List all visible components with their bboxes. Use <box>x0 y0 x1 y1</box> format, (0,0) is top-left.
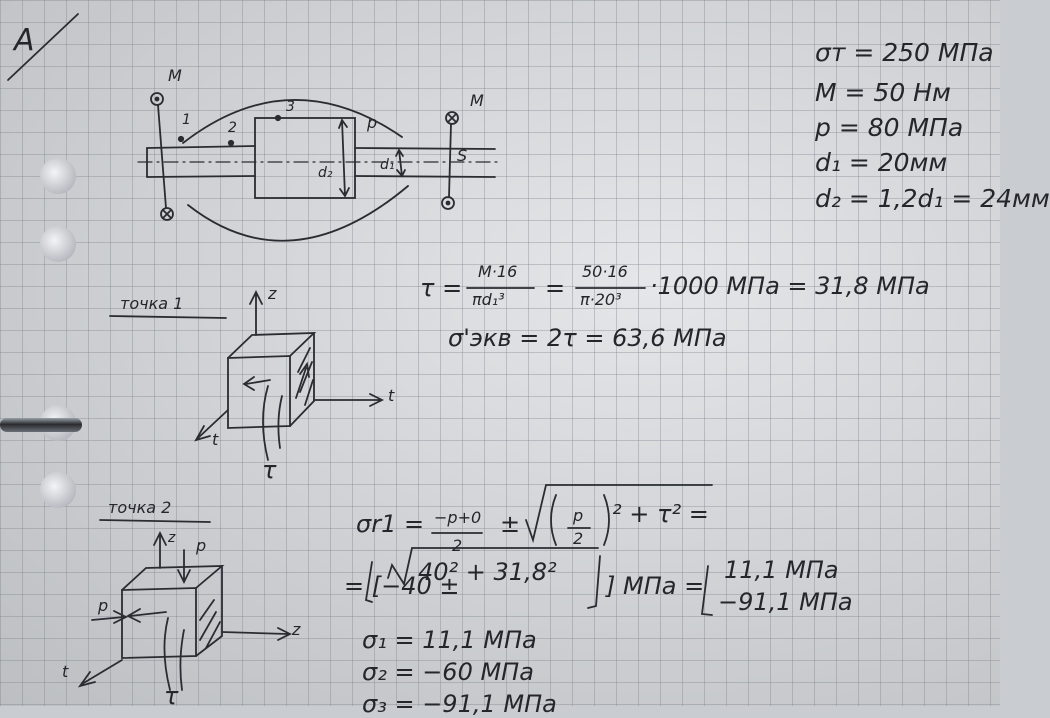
axis-z-label: z <box>292 620 301 639</box>
sigma-frac-den: 2 <box>452 536 463 555</box>
line2-root: 40² + 31,8² <box>418 558 557 586</box>
given-line: σт = 250 МПа <box>815 38 994 67</box>
sigma2-value: σ₂ = −60 МПа <box>362 658 534 686</box>
d1-label: d₁ <box>380 157 395 173</box>
given-line: p = 80 МПа <box>815 113 964 142</box>
binder-ring <box>0 418 82 432</box>
d2-label: d₂ <box>318 165 333 181</box>
line2-suffix: ] МПа = <box>606 572 705 600</box>
plus-minus: ± <box>500 510 521 538</box>
sigma3-value: σ₃ = −91,1 МПа <box>362 690 557 718</box>
axis-t-label: t <box>212 430 219 449</box>
corner-slash <box>7 13 79 81</box>
eq1-frac1-den: πd₁³ <box>472 290 505 309</box>
eq1-frac2-num: 50·16 <box>582 262 628 281</box>
eq1-result: ·1000 МПа = 31,8 МПа <box>650 272 930 300</box>
axis-t-label: t <box>388 386 395 405</box>
point-1-label: 1 <box>182 112 191 128</box>
point-3-label: 3 <box>286 99 295 115</box>
axis-z-label: z <box>168 530 176 546</box>
result-top: 11,1 МПа <box>724 556 839 584</box>
point2-title: точка 2 <box>108 498 172 517</box>
result-bottom: −91,1 МПа <box>718 588 853 616</box>
pressure-left-label: p <box>98 596 109 615</box>
point-2-label: 2 <box>228 120 237 136</box>
given-line: M = 50 Hм <box>815 78 951 107</box>
root-inner-den: 2 <box>573 529 584 548</box>
given-line: d₁ = 20мм <box>815 148 948 177</box>
eq1-lhs: τ = <box>420 274 463 302</box>
sigma-lhs: σr1 = <box>356 510 425 538</box>
binder-hole <box>40 226 76 262</box>
eq2-equivalent-stress: σ'экв = 2τ = 63,6 МПа <box>448 324 727 352</box>
given-line: d₂ = 1,2d₁ = 24мм <box>815 184 1050 213</box>
point2-sketch <box>77 519 293 691</box>
root-tail: ² + τ² = <box>612 500 709 528</box>
root-inner-num: p <box>573 506 584 525</box>
corner-mark: A <box>14 23 35 58</box>
binder-hole <box>40 472 76 508</box>
moment-label-left: M <box>168 66 182 85</box>
pressure-label: p <box>367 113 378 132</box>
point1-sketch <box>109 289 385 461</box>
point1-title: точка 1 <box>120 294 184 313</box>
sigma-frac-num: −p+0 <box>434 508 482 527</box>
sketch-drawings <box>7 13 713 691</box>
line2-prefix: = [−40 ± <box>344 572 460 600</box>
eq1-equals: = <box>545 274 566 302</box>
tau-label: τ <box>164 682 179 710</box>
eq1-frac1-num: M·16 <box>478 262 518 281</box>
pressure-top-label: p <box>196 536 207 555</box>
tau-label: τ <box>262 456 277 484</box>
shaft-diagram <box>137 92 501 242</box>
ring-label: S <box>457 146 468 165</box>
eq1-frac2-den: π·20³ <box>580 290 622 309</box>
sigma1-value: σ₁ = 11,1 МПа <box>362 626 537 654</box>
axis-z-label: z <box>268 284 277 303</box>
binder-hole <box>40 158 76 194</box>
axis-t-label: t <box>62 662 69 681</box>
equation-strokes <box>364 287 713 616</box>
moment-label-right: M <box>470 91 484 110</box>
